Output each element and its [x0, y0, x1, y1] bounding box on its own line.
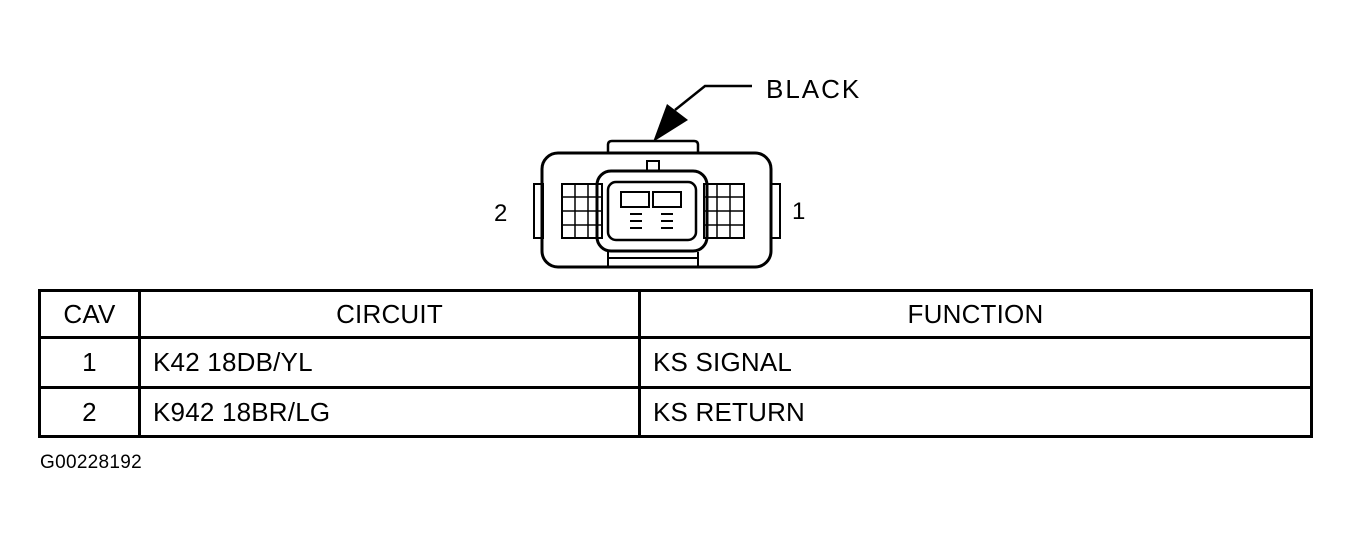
cell-function: KS RETURN — [638, 385, 1313, 438]
cell-cav: 1 — [38, 336, 141, 389]
pin-1-label: 1 — [792, 198, 805, 225]
connector-body — [533, 139, 781, 269]
pinout-table: CAV CIRCUIT FUNCTION 1 K42 18DB/YL KS SI… — [38, 289, 1313, 438]
cell-circuit: K942 18BR/LG — [138, 385, 641, 438]
connector-diagram: BLACK 2 — [494, 74, 861, 269]
connector-face — [595, 169, 709, 253]
header-function: FUNCTION — [638, 289, 1313, 339]
table-row: 2 K942 18BR/LG KS RETURN — [38, 385, 1313, 438]
pin-2-label: 2 — [494, 200, 507, 227]
connector-color-label: BLACK — [766, 74, 861, 104]
cell-cav: 2 — [38, 385, 141, 438]
table-row: 1 K42 18DB/YL KS SIGNAL — [38, 336, 1313, 389]
header-cav: CAV — [38, 289, 141, 339]
cell-function: KS SIGNAL — [638, 336, 1313, 389]
cell-circuit: K42 18DB/YL — [138, 336, 641, 389]
figure-id: G00228192 — [40, 452, 143, 473]
table-header-row: CAV CIRCUIT FUNCTION — [38, 289, 1313, 339]
color-leader-arrow — [653, 84, 752, 142]
header-circuit: CIRCUIT — [138, 289, 641, 339]
